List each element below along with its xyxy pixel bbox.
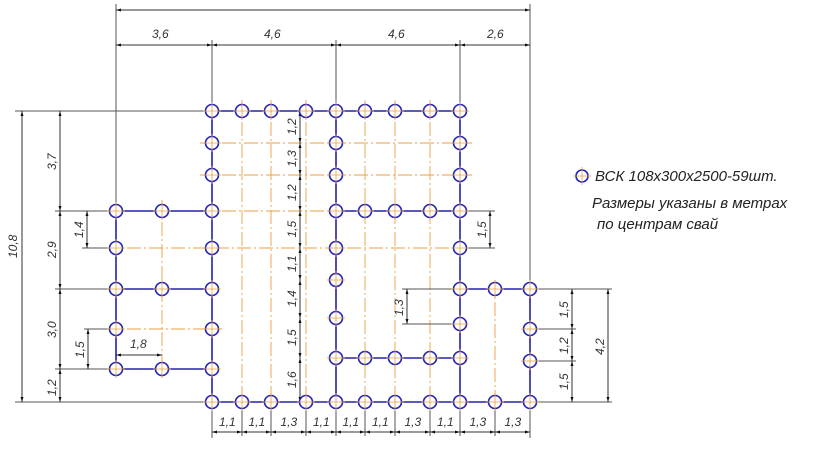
dim-overall-height: 10,8 — [6, 234, 20, 258]
dim-bottom-5: 1,1 — [343, 415, 360, 429]
dim-bottom-4: 1,1 — [313, 415, 330, 429]
dimension-labels: 3,6 4,6 4,6 2,6 10,8 3,7 2,9 3,0 1,2 1,4… — [6, 27, 607, 429]
dim-top-4: 2,6 — [486, 27, 504, 41]
dim-left-4: 1,2 — [45, 379, 59, 396]
dim-middle-1: 1,2 — [285, 118, 299, 135]
note-line-2: по центрам свай — [597, 216, 719, 233]
dim-right-1: 1,5 — [557, 301, 571, 318]
dim-left-inner-c: 1,8 — [130, 337, 147, 351]
dim-top-3: 4,6 — [388, 27, 405, 41]
dim-right-inner-b: 1,3 — [392, 299, 406, 316]
dim-right-2: 1,2 — [557, 337, 571, 354]
dim-right-total: 4,2 — [593, 338, 607, 355]
dim-right-inner-a: 1,5 — [475, 221, 489, 238]
dim-bottom-7: 1,3 — [405, 415, 422, 429]
dim-middle-3: 1,2 — [285, 184, 299, 201]
dim-middle-4: 1,5 — [285, 220, 299, 237]
dim-bottom-2: 1,1 — [249, 415, 266, 429]
dim-middle-7: 1,5 — [285, 329, 299, 346]
dim-left-inner-b: 1,5 — [73, 341, 87, 358]
dim-top-1: 3,6 — [152, 27, 169, 41]
dim-left-inner-a: 1,4 — [72, 221, 86, 238]
dim-left-2: 2,9 — [45, 241, 59, 259]
dim-middle-8: 1,6 — [285, 371, 299, 388]
dim-left-1: 3,7 — [45, 152, 59, 170]
dim-bottom-8: 1,1 — [437, 415, 454, 429]
dim-bottom-9: 1,3 — [470, 415, 487, 429]
dim-bottom-3: 1,3 — [281, 415, 298, 429]
dim-middle-5: 1,1 — [285, 255, 299, 272]
dim-left-3: 3,0 — [45, 321, 59, 338]
dim-top-2: 4,6 — [264, 27, 281, 41]
dim-bottom-10: 1,3 — [505, 415, 522, 429]
extension-lines — [15, 4, 612, 438]
dimension-lines — [20, 8, 610, 434]
note-line-1: Размеры указаны в метрах — [592, 195, 788, 212]
piles — [107, 102, 539, 411]
dim-middle-2: 1,3 — [285, 150, 299, 167]
pile-legend-label: ВСК 108x300x2500-59шт. — [595, 168, 778, 185]
dim-bottom-6: 1,1 — [372, 415, 389, 429]
legend: ВСК 108x300x2500-59шт. Размеры указаны в… — [573, 167, 788, 233]
dim-middle-6: 1,4 — [285, 290, 299, 307]
dim-right-3: 1,5 — [557, 373, 571, 390]
dim-bottom-1: 1,1 — [219, 415, 236, 429]
